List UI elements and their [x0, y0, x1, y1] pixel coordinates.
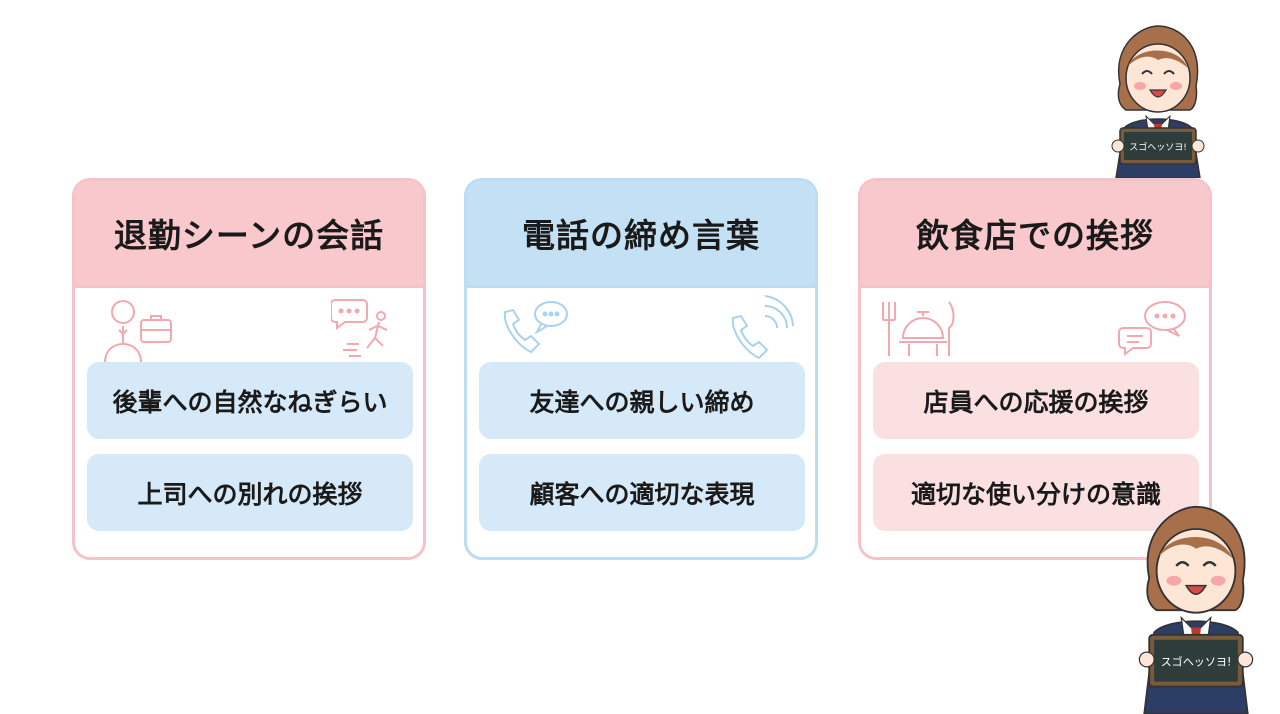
- item-staff-greeting: 店員への応援の挨拶: [873, 362, 1199, 439]
- sign-text: スゴヘッソヨ!: [1129, 141, 1187, 153]
- card-phone-closing: 電話の締め言葉 友達への親しい締め 顧客への適切な表現: [464, 178, 818, 560]
- card-title: 飲食店での挨拶: [861, 181, 1209, 288]
- card-office-scene: 退勤シーンの会話: [72, 178, 426, 560]
- item-junior-thanks: 後輩への自然なねぎらい: [87, 362, 413, 439]
- runner-chat-icon: [331, 299, 388, 357]
- item-friend-closing: 友達への親しい締め: [479, 362, 805, 439]
- phone-chat-icon: [503, 301, 568, 354]
- item-usage-awareness: 適切な使い分けの意識: [873, 454, 1199, 531]
- businessman-icon: [104, 300, 172, 363]
- item-customer-expression: 顧客への適切な表現: [479, 454, 805, 531]
- chat-bubbles-icon: [1118, 301, 1186, 356]
- mascot-girl-bottom: スゴヘッソヨ!: [1138, 505, 1254, 714]
- restaurant-icon: [882, 301, 955, 356]
- ringing-phone-icon: [731, 295, 794, 360]
- card-title: 退勤シーンの会話: [75, 181, 423, 288]
- sign-text: スゴヘッソヨ!: [1161, 655, 1232, 669]
- card-restaurant-greeting: 飲食店での挨拶 店員への応援の挨拶: [858, 178, 1212, 560]
- mascot-girl-top: スゴヘッソヨ!: [1111, 25, 1205, 178]
- item-boss-farewell: 上司への別れの挨拶: [87, 454, 413, 531]
- card-title: 電話の締め言葉: [467, 181, 815, 288]
